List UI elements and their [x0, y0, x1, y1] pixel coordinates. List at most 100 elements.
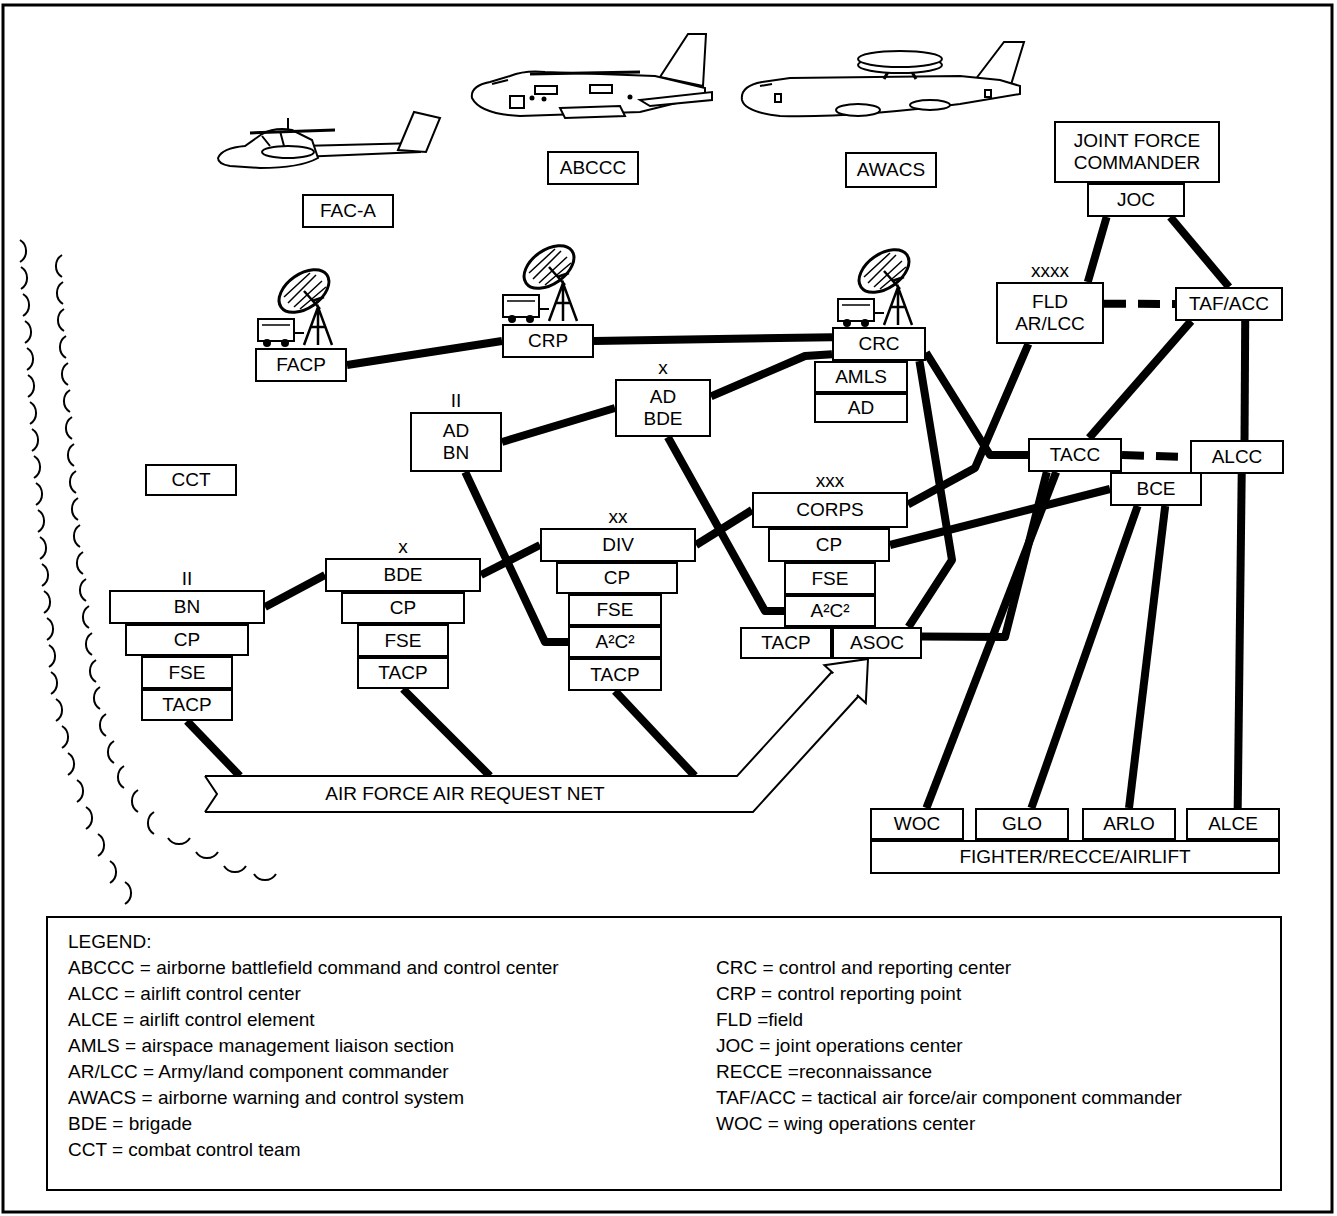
unit-box: xBDE — [325, 558, 481, 592]
connector-line — [615, 691, 695, 776]
box-label: CRC — [858, 333, 899, 355]
unit-box: A²C² — [784, 595, 876, 627]
box-label: WOC — [894, 813, 940, 835]
unit-box: BCE — [1110, 472, 1202, 506]
arrow-head-opening — [833, 673, 857, 695]
connector-line — [926, 353, 1028, 456]
connector-path — [1089, 321, 1191, 438]
unit-box: AD — [814, 393, 908, 423]
unit-box: FSE — [784, 562, 876, 595]
connector-line — [1089, 321, 1191, 438]
connector-path — [1238, 474, 1242, 808]
unit-box: TACC — [1028, 438, 1122, 472]
connector-path — [347, 341, 502, 365]
legend-entry: RECCE =reconnaissance — [716, 1061, 932, 1083]
legend-entry: CCT = combat control team — [68, 1139, 301, 1161]
legend-entry: FLD =field — [716, 1009, 803, 1031]
request-net-arrow: AIR FORCE AIR REQUEST NET — [205, 776, 725, 812]
connector-line — [909, 361, 953, 627]
legend-entry: ALCE = airlift control element — [68, 1009, 315, 1031]
unit-box: CP — [556, 562, 678, 594]
box-label: CCT — [171, 469, 210, 491]
page-frame — [3, 5, 1332, 1212]
connector-path — [615, 691, 695, 776]
box-label: FIGHTER/RECCE/AIRLIFT — [959, 846, 1190, 868]
connector-line — [1238, 474, 1242, 808]
awacs-aircraft — [742, 42, 1024, 116]
unit-box: CRP — [502, 324, 594, 358]
unit-box: ALCC — [1190, 440, 1284, 474]
net-fill — [205, 776, 725, 812]
radar-symbol — [258, 261, 337, 347]
unit-box: AMLS — [814, 361, 908, 393]
box-label: AD BN — [436, 420, 476, 464]
connector-path — [1122, 455, 1190, 457]
unit-box: JOC — [1087, 183, 1185, 217]
unit-box: xxDIV — [540, 528, 696, 562]
abccc-aircraft — [472, 34, 712, 118]
unit-box: FSE — [357, 624, 449, 657]
legend-entry: WOC = wing operations center — [716, 1113, 975, 1135]
echelon-mark: II — [451, 390, 462, 412]
unit-box: TACP — [357, 657, 449, 689]
connector-line — [265, 575, 325, 607]
connector-line — [926, 472, 1056, 808]
box-label: FSE — [169, 662, 206, 684]
connector-line — [187, 721, 240, 776]
box-label: BN — [174, 596, 200, 618]
connector-line — [403, 689, 490, 776]
unit-box: CCT — [145, 464, 237, 496]
legend-entry: AR/LCC = Army/land component commander — [68, 1061, 449, 1083]
connector-path — [909, 361, 953, 627]
fac-aircraft — [218, 112, 440, 168]
box-label: ASOC — [850, 632, 904, 654]
unit-box: CRC — [832, 327, 926, 361]
box-label: ABCCC — [560, 157, 627, 179]
front-line-marks — [20, 240, 131, 904]
connector-path — [481, 545, 540, 575]
box-label: CP — [174, 629, 200, 651]
unit-box: FACP — [255, 348, 347, 382]
box-label: FSE — [597, 599, 634, 621]
connector-path — [403, 689, 490, 776]
connector-path — [926, 472, 1056, 808]
unit-box: CP — [125, 624, 249, 656]
box-label: CP — [816, 534, 842, 556]
connector-line — [1129, 506, 1165, 808]
legend-entry: AMLS = airspace management liaison secti… — [68, 1035, 454, 1057]
connector-line — [1031, 506, 1137, 808]
legend-entry: CRP = control reporting point — [716, 983, 961, 1005]
box-label: AIR FORCE AIR REQUEST NET — [325, 783, 604, 805]
connector-path — [1241, 321, 1250, 440]
connector-line — [1088, 217, 1107, 282]
box-label: AMLS — [835, 366, 887, 388]
box-label: CORPS — [796, 499, 864, 521]
box-label: FSE — [812, 568, 849, 590]
box-label: FACP — [276, 354, 326, 376]
connector-line — [594, 337, 832, 341]
legend-frame — [47, 917, 1281, 1190]
box-label: A²C² — [595, 631, 634, 653]
box-label: BDE — [383, 564, 422, 586]
unit-box: A²C² — [568, 626, 662, 658]
connector-line — [481, 545, 540, 575]
unit-box: FSE — [568, 594, 662, 626]
connector-path — [1088, 217, 1107, 282]
box-label: TACP — [162, 694, 211, 716]
connector-line — [725, 659, 868, 794]
legend-heading: LEGEND: — [68, 931, 151, 953]
box-label: AWACS — [857, 159, 925, 181]
legend-entry: TAF/ACC = tactical air force/air compone… — [716, 1087, 1182, 1109]
box-label: AD BDE — [635, 386, 691, 430]
echelon-mark: xxxx — [1031, 260, 1069, 282]
unit-box: TAF/ACC — [1175, 287, 1283, 321]
unit-box: FAC-A — [302, 194, 394, 228]
unit-box: IIAD BN — [410, 412, 502, 472]
unit-box: WOC — [870, 808, 964, 840]
unit-box: ASOC — [832, 627, 922, 659]
box-label: FSE — [385, 630, 422, 652]
connector-path — [926, 353, 1028, 456]
box-label: ALCC — [1212, 446, 1263, 468]
box-label: TACP — [761, 632, 810, 654]
net-border — [205, 776, 725, 812]
